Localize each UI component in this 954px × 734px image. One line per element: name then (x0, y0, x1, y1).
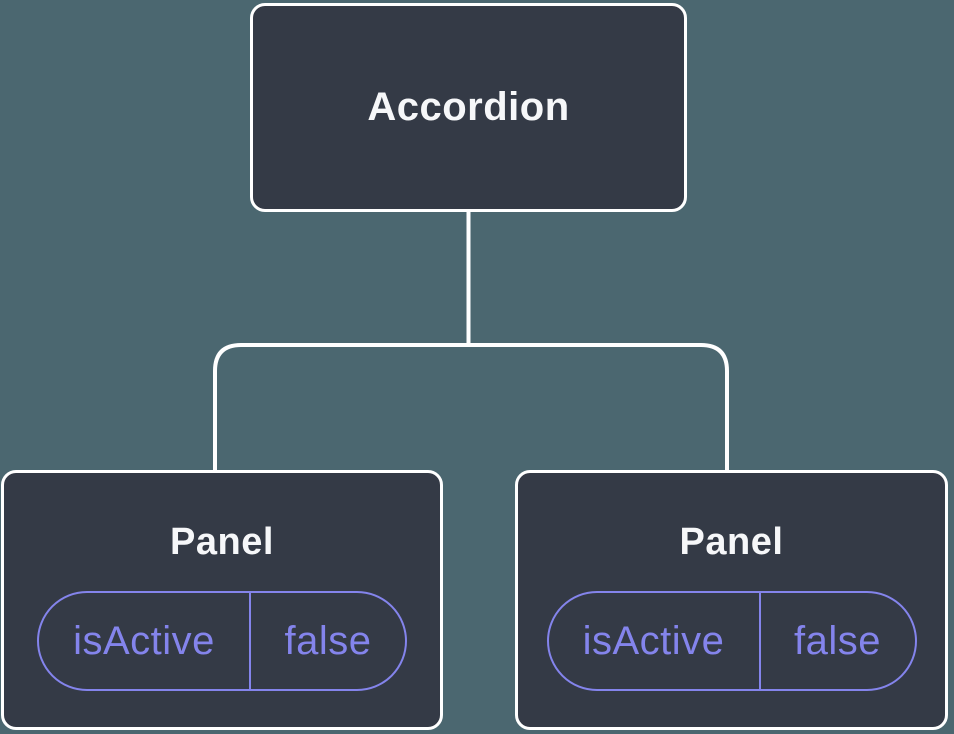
accordion-label: Accordion (367, 85, 570, 129)
state-key-right: isActive (549, 593, 761, 689)
node-panel-right: Panel isActive false (515, 470, 948, 730)
node-accordion: Accordion (250, 3, 687, 212)
connector-branch (213, 343, 729, 472)
panel-right-label: Panel (679, 521, 784, 563)
state-pill-left: isActive false (37, 591, 407, 691)
node-panel-left: Panel isActive false (1, 470, 443, 730)
panel-left-label: Panel (170, 521, 274, 563)
state-pill-right: isActive false (546, 591, 917, 691)
state-key-left: isActive (39, 593, 251, 689)
state-value-right: false (794, 618, 881, 663)
state-value-left: false (284, 618, 372, 663)
